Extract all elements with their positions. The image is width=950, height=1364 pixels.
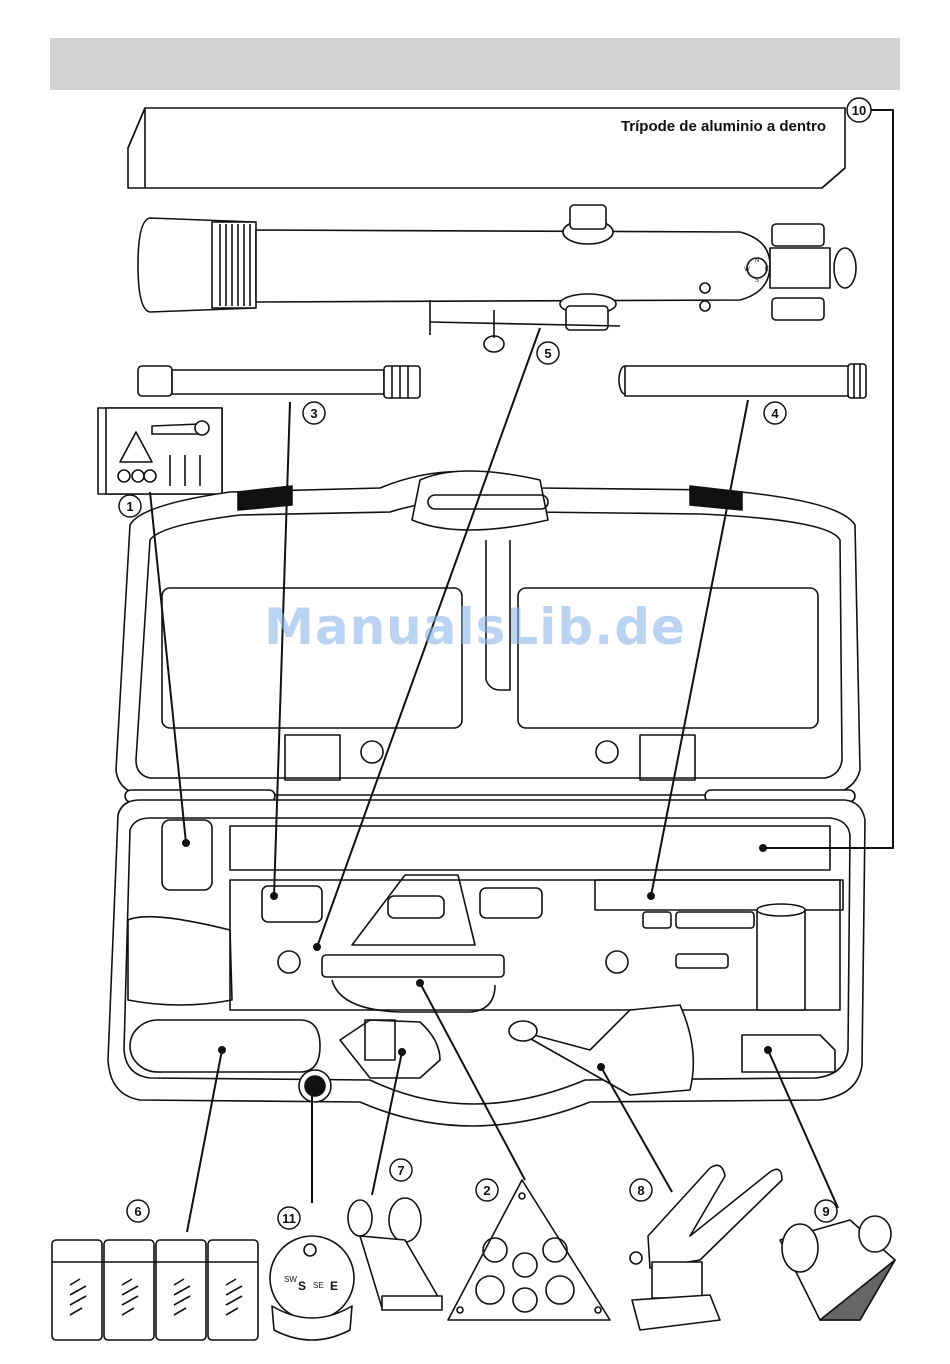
scope-compass-s: S: [755, 278, 759, 284]
callout-11: 11: [278, 1207, 300, 1229]
callout-8: 8: [630, 1179, 652, 1201]
item-3-tube: [138, 366, 420, 398]
item-8-mount: [630, 1165, 782, 1330]
svg-text:9: 9: [822, 1204, 829, 1219]
compass-s: S: [298, 1279, 306, 1293]
svg-text:7: 7: [397, 1163, 404, 1178]
callout-10: 10: [847, 98, 871, 122]
svg-text:3: 3: [310, 406, 317, 421]
callout-5: 5: [537, 342, 559, 364]
svg-text:10: 10: [852, 103, 866, 118]
callout-6: 6: [127, 1200, 149, 1222]
compass-e: E: [330, 1279, 338, 1293]
svg-text:5: 5: [544, 346, 551, 361]
svg-text:6: 6: [134, 1204, 141, 1219]
callout-4: 4: [764, 402, 786, 424]
scope-compass-e: E: [765, 267, 769, 273]
svg-text:8: 8: [637, 1183, 644, 1198]
watermark: ManualsLib.de: [0, 598, 950, 656]
item-2-eyepiece-tray: [448, 1180, 610, 1320]
svg-text:2: 2: [483, 1183, 490, 1198]
callout-9: 9: [815, 1200, 837, 1222]
scope-compass-n: N: [755, 258, 759, 264]
tripod-label: Trípode de aluminio a dentro: [621, 118, 826, 135]
compass-se: SE: [313, 1281, 324, 1290]
telescope-tube: [138, 205, 856, 352]
case-base: [108, 800, 865, 1126]
item-7-finder-bracket: [348, 1198, 442, 1310]
callout-1: 1: [119, 495, 141, 517]
callout-7: 7: [390, 1159, 412, 1181]
item-6-eyepiece-cans: [52, 1240, 258, 1340]
item-11-compass: [270, 1236, 354, 1340]
compass-sw: SW: [284, 1275, 297, 1284]
scope-compass-w: W: [744, 267, 750, 273]
item-4-tube: [619, 364, 866, 398]
svg-text:11: 11: [282, 1211, 296, 1226]
callout-2: 2: [476, 1179, 498, 1201]
item-9-diagonal: [780, 1216, 895, 1320]
svg-text:4: 4: [771, 406, 779, 421]
svg-text:1: 1: [126, 499, 133, 514]
item-1-tools-card: [98, 408, 222, 494]
callout-3: 3: [303, 402, 325, 424]
